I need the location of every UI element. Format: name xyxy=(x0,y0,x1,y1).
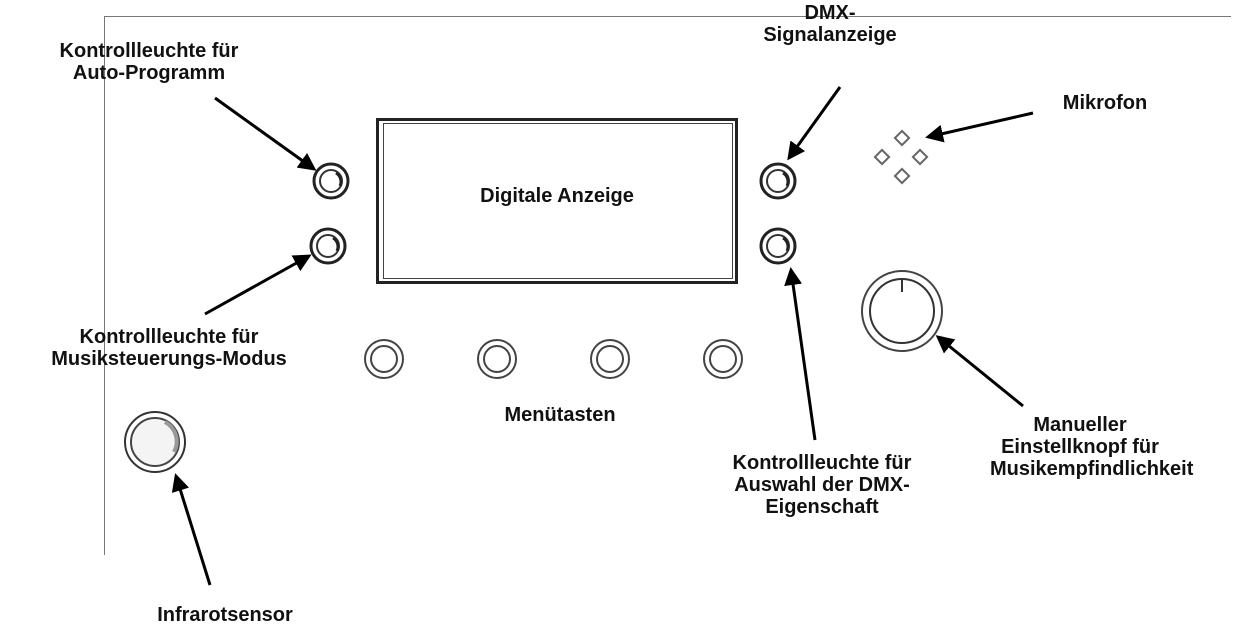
arrow-dmx-selection xyxy=(784,267,817,441)
menu-button-2[interactable] xyxy=(477,339,517,379)
menu-button-3[interactable] xyxy=(590,339,630,379)
menu-button-1[interactable] xyxy=(364,339,404,379)
dmx-signal-led xyxy=(759,162,797,200)
label-music-mode: Kontrollleuchte für Musiksteuerungs-Modu… xyxy=(51,326,287,370)
microphone-icon xyxy=(873,129,929,185)
label-dmx-signal: DMX- Signalanzeige xyxy=(763,2,897,46)
arrow-microphone xyxy=(925,111,1034,143)
arrow-dmx-signal xyxy=(787,86,842,161)
label-auto-program: Kontrollleuchte für Auto-Programm xyxy=(59,40,239,84)
arrow-infrared-sensor xyxy=(171,473,212,586)
music-mode-led xyxy=(309,227,347,265)
sensitivity-knob[interactable] xyxy=(861,270,943,352)
arrow-sensitivity-knob xyxy=(935,335,1024,408)
infrared-sensor xyxy=(124,411,186,473)
device-panel xyxy=(104,16,1231,555)
auto-program-led xyxy=(312,162,350,200)
arrow-music-mode xyxy=(204,254,312,316)
label-microphone: Mikrofon xyxy=(1062,92,1148,114)
label-menu-buttons: Menütasten xyxy=(504,404,616,426)
digital-display: Digitale Anzeige xyxy=(376,118,738,284)
label-dmx-selection: Kontrollleuchte für Auswahl der DMX- Eig… xyxy=(732,452,912,518)
menu-button-4[interactable] xyxy=(703,339,743,379)
label-sensitivity-knob: Manueller Einstellknopf für Musikempfind… xyxy=(990,414,1194,480)
dmx-selection-led xyxy=(759,227,797,265)
label-infrared-sensor: Infrarotsensor xyxy=(157,604,293,626)
arrow-auto-program xyxy=(214,96,317,171)
